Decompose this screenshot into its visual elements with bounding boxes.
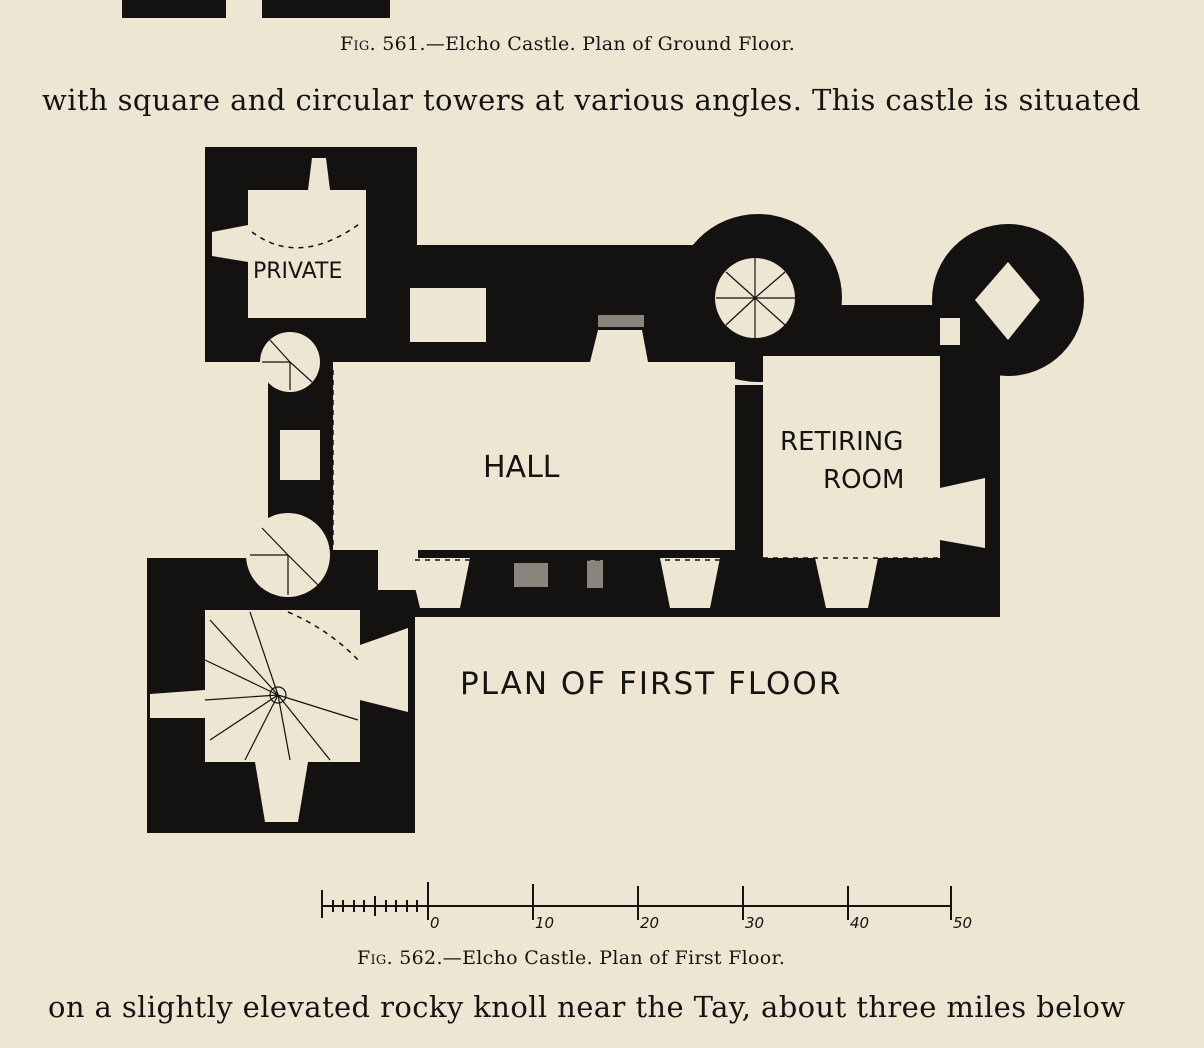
plan-dashed-lines [251,221,940,663]
body-text-line-1: with square and circular towers at vario… [42,83,1141,117]
room-label-retiring: RETIRING [780,427,903,457]
plan-stairs [204,258,795,761]
figure-562-caption: Fig. 562.—Elcho Castle. Plan of First Fl… [357,947,785,969]
scale-tick-40: 40 [850,914,869,932]
body-text-line-2: on a slightly elevated rocky knoll near … [48,990,1126,1024]
scale-tick-50: 50 [953,914,972,932]
room-label-room: ROOM [823,465,904,495]
figure-562-text: —Elcho Castle. Plan of First Floor. [442,947,786,969]
figure-561-text: —Elcho Castle. Plan of Ground Floor. [425,33,796,55]
figure-561-caption: Fig. 561.—Elcho Castle. Plan of Ground F… [340,33,795,55]
room-label-private: PRIVATE [253,259,342,284]
plan-rooms [150,158,1040,822]
figure-562-number: Fig. 562. [357,947,443,969]
room-label-hall: HALL [483,450,560,485]
plan-title: PLAN OF FIRST FLOOR [460,666,842,702]
scale-bar [321,882,952,920]
scale-tick-10: 10 [535,914,554,932]
scale-tick-20: 20 [640,914,659,932]
scale-tick-0: 0 [430,914,440,932]
previous-figure-fragment [122,0,390,18]
figure-561-number: Fig. 561. [340,33,426,55]
scale-tick-30: 30 [745,914,764,932]
